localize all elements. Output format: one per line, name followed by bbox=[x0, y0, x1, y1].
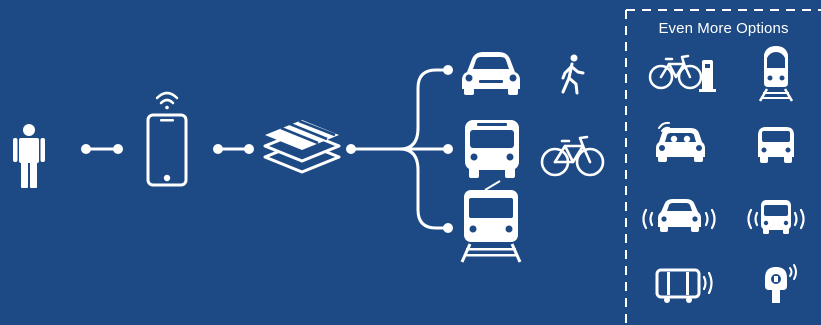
branch-connector bbox=[349, 68, 449, 230]
options-panel-title: Even More Options bbox=[658, 20, 789, 37]
shuttle-van-icon bbox=[758, 127, 794, 163]
bike-share-icon bbox=[648, 54, 716, 92]
branch-endpoints bbox=[346, 65, 453, 233]
pedestrian-icon bbox=[561, 54, 585, 95]
options-train-icon bbox=[758, 46, 794, 102]
car-icon bbox=[462, 52, 520, 95]
carpool-icon bbox=[656, 121, 705, 162]
options-panel-border bbox=[625, 9, 821, 325]
bicycle-icon bbox=[540, 135, 605, 177]
bus-icon bbox=[465, 120, 519, 178]
connected-car-icon bbox=[642, 199, 716, 232]
layers-icon bbox=[263, 119, 341, 174]
smartphone-icon bbox=[146, 113, 188, 187]
smart-parking-meter-icon bbox=[765, 264, 797, 303]
person-icon bbox=[13, 124, 45, 188]
wifi-icon bbox=[155, 91, 179, 110]
connector-phone-layers bbox=[213, 144, 254, 154]
train-icon bbox=[460, 180, 522, 263]
connected-bus-icon bbox=[747, 200, 805, 234]
connected-tram-icon bbox=[655, 268, 713, 303]
connector-person-phone bbox=[81, 144, 123, 154]
